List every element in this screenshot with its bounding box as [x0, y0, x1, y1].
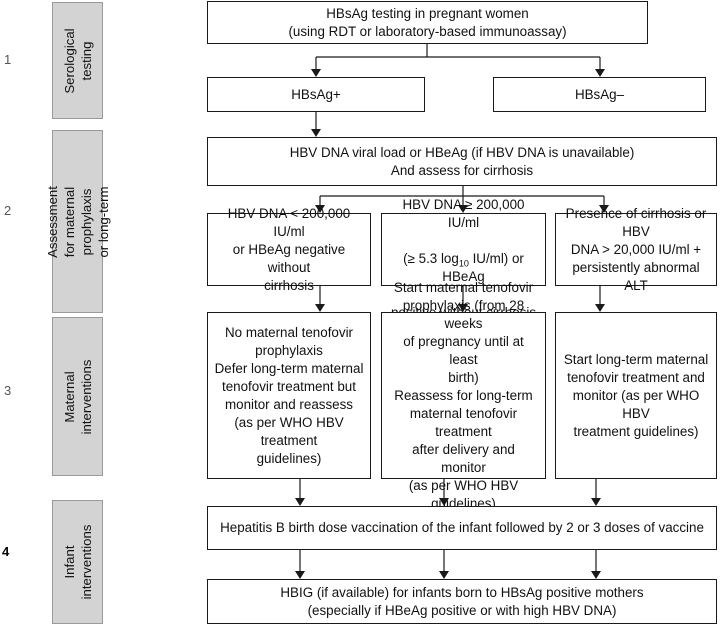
- step-number-2: 2: [4, 203, 12, 218]
- arrowhead: [458, 304, 468, 312]
- branch-high-line-1: HBV DNA ≥ 200,000 IU/ml: [402, 196, 525, 230]
- box-long-term-treatment: Start long-term maternal tenofovir treat…: [555, 312, 717, 479]
- arrowhead: [311, 69, 321, 77]
- arrowhead: [439, 498, 449, 506]
- box-birth-dose-vaccination-text: Hepatitis B birth dose vaccination of th…: [220, 520, 704, 535]
- box-hbsag-negative: HBsAg–: [493, 77, 706, 112]
- side-label-infant: Infant interventions: [52, 500, 103, 624]
- box-hbsag-testing: HBsAg testing in pregnant women (using R…: [207, 1, 648, 44]
- arrowhead: [295, 571, 305, 579]
- step-number-4: 4: [2, 544, 10, 559]
- box-start-prophylaxis: Start maternal tenofovir prophylaxis (fr…: [381, 280, 546, 511]
- side-label-serological: Serological testing: [52, 2, 103, 119]
- arrowhead: [599, 205, 609, 213]
- step-number-3: 3: [4, 383, 12, 398]
- box-assessment-text: HBV DNA viral load or HBeAg (if HBV DNA …: [289, 144, 635, 178]
- arrowhead: [315, 304, 325, 312]
- box-birth-dose-vaccination: Hepatitis B birth dose vaccination of th…: [207, 506, 717, 550]
- side-label-maternal: Maternal interventions: [52, 317, 103, 476]
- box-start-prophylaxis-text: Start maternal tenofovir prophylaxis (fr…: [393, 279, 534, 511]
- box-branch-cirrhosis: Presence of cirrhosis or HBV DNA > 20,00…: [555, 206, 717, 293]
- box-long-term-treatment-text: Start long-term maternal tenofovir treat…: [563, 351, 709, 439]
- box-hbsag-positive: HBsAg+: [207, 77, 425, 112]
- arrowhead: [311, 129, 321, 137]
- box-no-prophylaxis: No maternal tenofovir prophylaxis Defer …: [207, 312, 371, 479]
- arrowhead: [458, 205, 468, 213]
- box-hbig-text: HBIG (if available) for infants born to …: [280, 584, 644, 618]
- box-branch-low-text: HBV DNA < 200,000 IU/ml or HBeAg negativ…: [227, 205, 351, 293]
- step-number-1: 1: [4, 52, 12, 67]
- box-assessment: HBV DNA viral load or HBeAg (if HBV DNA …: [207, 137, 717, 186]
- box-no-prophylaxis-text: No maternal tenofovir prophylaxis Defer …: [214, 324, 364, 466]
- box-hbig: HBIG (if available) for infants born to …: [207, 579, 717, 624]
- box-branch-low-viral-load: HBV DNA < 200,000 IU/ml or HBeAg negativ…: [207, 206, 371, 293]
- branch-high-subscript: 10: [458, 258, 469, 269]
- box-branch-high-viral-load: HBV DNA ≥ 200,000 IU/ml (≥ 5.3 log10 IU/…: [381, 197, 546, 320]
- box-hbsag-positive-text: HBsAg+: [291, 86, 341, 102]
- arrowhead: [295, 498, 305, 506]
- arrowhead: [315, 205, 325, 213]
- arrowhead: [439, 571, 449, 579]
- box-hbsag-negative-text: HBsAg–: [574, 86, 625, 102]
- box-hbsag-testing-text: HBsAg testing in pregnant women (using R…: [288, 5, 567, 39]
- side-label-assessment: Assessment for maternal prophylaxis or l…: [45, 130, 111, 313]
- arrowhead: [595, 69, 605, 77]
- arrowhead: [595, 304, 605, 312]
- arrowhead: [591, 571, 601, 579]
- arrowhead: [591, 498, 601, 506]
- branch-high-line-2-post: IU/ml) or HBeAg: [442, 250, 524, 284]
- branch-high-line-2-pre: (≥ 5.3 log: [403, 250, 459, 266]
- box-branch-cirrhosis-text: Presence of cirrhosis or HBV DNA > 20,00…: [565, 205, 707, 293]
